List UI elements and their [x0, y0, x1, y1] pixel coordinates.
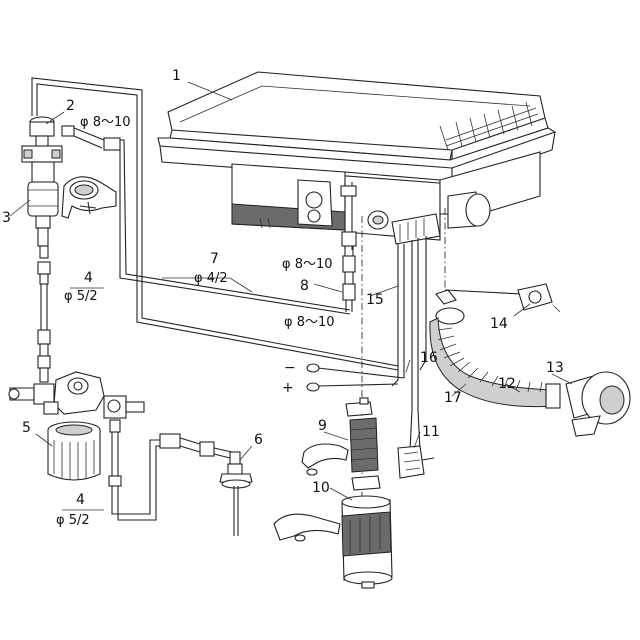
label-part-5: 5 [22, 420, 31, 436]
label-part-13: 13 [546, 360, 564, 376]
label-part-2: 2 [66, 98, 75, 114]
silencer-bracket [273, 513, 341, 542]
dim-pipe-mid-1: φ 8～10 [282, 257, 333, 272]
fuel-pickup-line [159, 433, 233, 459]
exhaust-pipe [349, 417, 379, 473]
label-part-15: 15 [366, 292, 384, 308]
label-part-6: 6 [254, 432, 263, 448]
label-part-4-lower: 4 [76, 492, 85, 508]
dim-pipe-mid-2: φ 8～10 [284, 315, 335, 330]
label-part-12: 12 [498, 376, 516, 392]
label-part-14: 14 [490, 316, 508, 332]
controller-switch [435, 283, 561, 313]
pump-fitting [21, 116, 63, 163]
dim-pipe-top: φ 8～10 [80, 115, 131, 130]
label-plus-terminal: + [282, 380, 294, 396]
label-minus-terminal: − [284, 360, 296, 376]
label-part-9: 9 [318, 418, 327, 434]
heater-body [157, 71, 557, 250]
fuel-line-fittings [341, 231, 357, 312]
filter-outlet-hose [108, 419, 160, 521]
label-part-4-upper: 4 [84, 270, 93, 286]
intake-silencer [565, 371, 631, 437]
label-part-1: 1 [172, 68, 181, 84]
harness-connector [397, 445, 435, 479]
intake-flex-hose [429, 307, 561, 409]
dim-part-4-upper: φ 5/2 [64, 289, 98, 304]
fuel-filter [47, 421, 101, 481]
label-part-3: 3 [2, 210, 11, 226]
pump-bracket [61, 176, 117, 219]
exhaust-mount-bracket [301, 443, 349, 476]
leader-lines [9, 81, 573, 511]
wiring-harness [317, 236, 427, 451]
filter-head [8, 371, 145, 419]
label-part-11: 11 [422, 424, 440, 440]
vent-grille [439, 101, 539, 151]
fuel-hose-left [37, 245, 51, 383]
label-part-8: 8 [300, 278, 309, 294]
label-part-7: 7 [210, 251, 219, 267]
dim-part-4-lower: φ 5/2 [56, 513, 90, 528]
label-part-10: 10 [312, 480, 330, 496]
power-terminals [306, 363, 320, 392]
fuel-pipe-top [61, 125, 121, 151]
exhaust-silencer [341, 495, 393, 589]
label-part-16: 16 [420, 350, 438, 366]
label-part-17: 17 [444, 390, 462, 406]
exhaust-clamp-mid [351, 475, 381, 491]
dim-part-7: φ 4/2 [194, 271, 228, 286]
tank-fuel-pickup [219, 451, 253, 536]
exhaust-clamp-top [345, 397, 373, 417]
fuel-line [31, 77, 399, 371]
fuel-pump [27, 161, 59, 247]
